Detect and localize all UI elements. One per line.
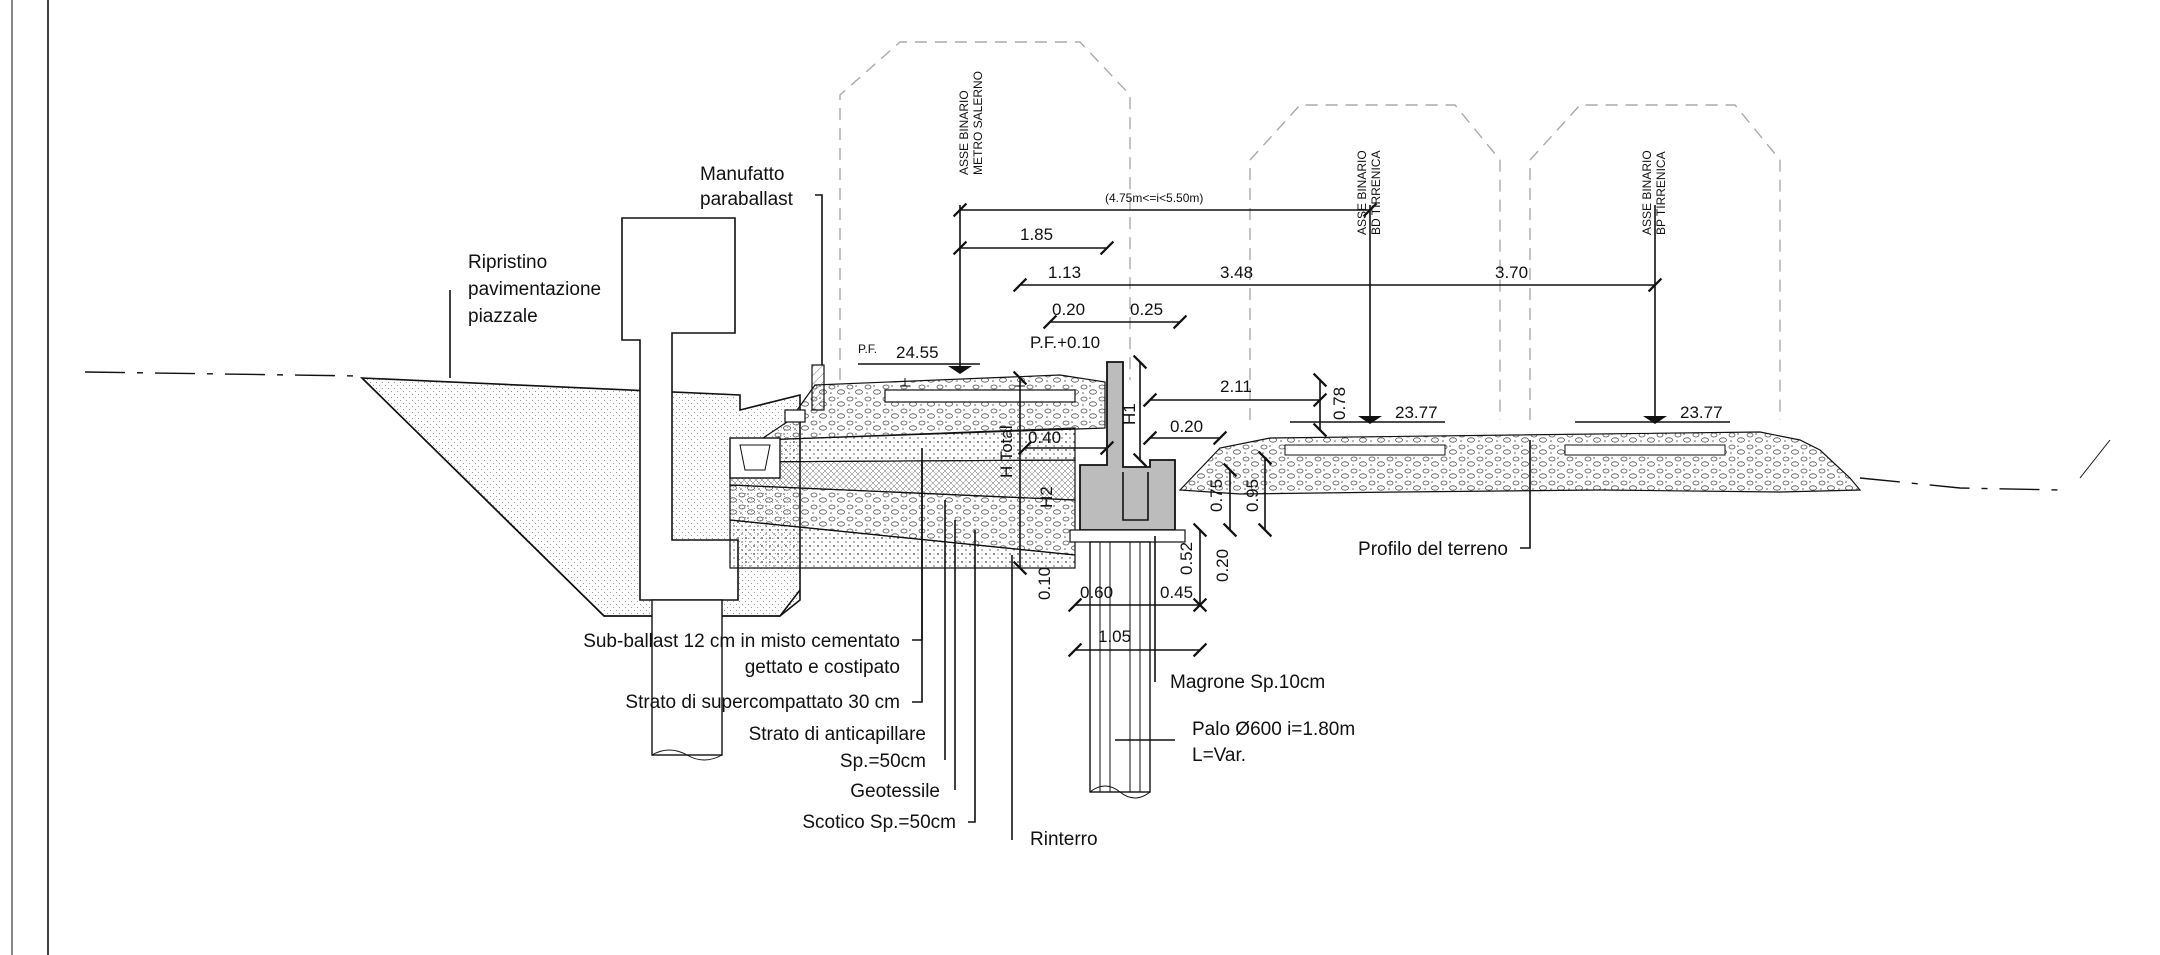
pile-new (1089, 541, 1151, 793)
dim-text-h2: H2 (1037, 486, 1056, 508)
ground-axis-line (84, 371, 361, 377)
dim-text-211: 2.11 (1220, 377, 1252, 396)
label-manufatto-2: paraballast (700, 189, 794, 210)
label-anticapillare-1: Strato di anticapillare (749, 724, 926, 745)
label-ripristino-3: piazzale (468, 306, 538, 327)
wall-inner-u (1122, 472, 1149, 521)
dim-text-pf-plus: P.F.+0.10 (1030, 333, 1100, 352)
label-ripristino-1: Ripristino (468, 252, 547, 273)
dim-text-095: 0.95 (1243, 479, 1262, 512)
label-geotessile: Geotessile (850, 781, 940, 802)
dim-text-045: 0.45 (1160, 583, 1193, 602)
paraballast-wall (811, 364, 825, 411)
dim-text-010: 0.10 (1035, 567, 1054, 600)
magrone (1069, 529, 1186, 543)
dim-text-pf-value: 24.55 (896, 343, 939, 362)
pile-new-cut (1089, 785, 1151, 799)
dim-text-052: 0.52 (1177, 542, 1196, 575)
dim-text-348: 3.48 (1220, 263, 1253, 282)
axis-label-bp-1: ASSE BINARIO (1640, 150, 1654, 235)
axis-label-salerno-2: METRO SALERNO (971, 71, 985, 175)
label-supercompattato: Strato di supercompattato 30 cm (625, 692, 900, 713)
ground-line-right-end (2079, 439, 2111, 479)
drain-channel-inner (739, 444, 771, 471)
dim-text-pf: P.F. (858, 342, 877, 356)
dim-text-rail-bd: 23.77 (1395, 403, 1438, 422)
label-palo-2: L=Var. (1192, 745, 1246, 766)
label-profilo: Profilo del terreno (1358, 539, 1508, 560)
leader-supercompattato (912, 462, 923, 703)
leader-manufatto (815, 194, 823, 365)
label-manufatto-1: Manufatto (700, 164, 785, 185)
axis-label-bd-1: ASSE BINARIO (1355, 150, 1369, 235)
dim-text-370: 3.70 (1495, 263, 1528, 282)
axis-label-salerno-1: ASSE BINARIO (957, 90, 971, 175)
axis-bd-mark (1358, 416, 1382, 424)
dim-text-040: 0.40 (1028, 428, 1061, 447)
dim-text-075: 0.75 (1207, 479, 1226, 512)
label-magrone: Magrone Sp.10cm (1170, 672, 1325, 693)
dim-text-078: 0.78 (1330, 387, 1349, 420)
axis-bp-mark (1643, 416, 1667, 424)
dim-text-htotal: H Total (997, 425, 1016, 478)
label-ripristino-2: pavimentazione (468, 279, 601, 300)
gauge-bp (1529, 104, 1781, 420)
label-scotico: Scotico Sp.=50cm (802, 812, 956, 833)
rail-metro (900, 378, 1025, 387)
dim-text-interasse: (4.75m<=i<5.50m) (1105, 191, 1203, 205)
label-palo-1: Palo Ø600 i=1.80m (1192, 719, 1355, 740)
dim-text-025: 0.25 (1130, 300, 1163, 319)
existing-pile (651, 599, 723, 756)
gauge-bd (1249, 104, 1501, 420)
dim-text-185: 1.85 (1020, 225, 1053, 244)
sleeper-bp (1564, 444, 1726, 456)
existing-pile-cut (651, 749, 723, 761)
retaining-wall (1079, 361, 1176, 531)
axis-label-bp-2: BP TIRRENICA (1654, 151, 1668, 235)
gauge-metro (839, 41, 1131, 380)
dim-text-105: 1.05 (1098, 627, 1131, 646)
label-sub-ballast-1: Sub-ballast 12 cm in misto cementato (583, 631, 900, 652)
dim-text-rail-bp: 23.77 (1680, 403, 1723, 422)
axis-metro-mark (948, 366, 972, 374)
leader-scotico (968, 530, 976, 823)
ground-line-right (1859, 477, 2061, 491)
right-ballast (1178, 431, 1862, 495)
dim-text-020c: 0.20 (1213, 549, 1232, 582)
leader-profilo (1520, 440, 1531, 549)
label-anticapillare-2: Sp.=50cm (840, 751, 926, 772)
label-sub-ballast-2: gettato e costipato (745, 657, 900, 678)
axis-label-bd-2: BD TIRRENICA (1369, 151, 1383, 235)
dim-text-020a: 0.20 (1052, 300, 1085, 319)
dim-text-060: 0.60 (1080, 583, 1113, 602)
paraballast-cap (784, 409, 806, 423)
sleeper-bd (1284, 444, 1446, 456)
sleeper-metro (884, 389, 1076, 403)
existing-wall (621, 217, 739, 601)
dim-text-113: 1.13 (1048, 263, 1081, 282)
drain-channel (729, 437, 781, 479)
label-rinterro: Rinterro (1030, 829, 1098, 850)
dim-text-h1: H1 (1120, 403, 1139, 425)
dim-text-020b: 0.20 (1170, 417, 1203, 436)
